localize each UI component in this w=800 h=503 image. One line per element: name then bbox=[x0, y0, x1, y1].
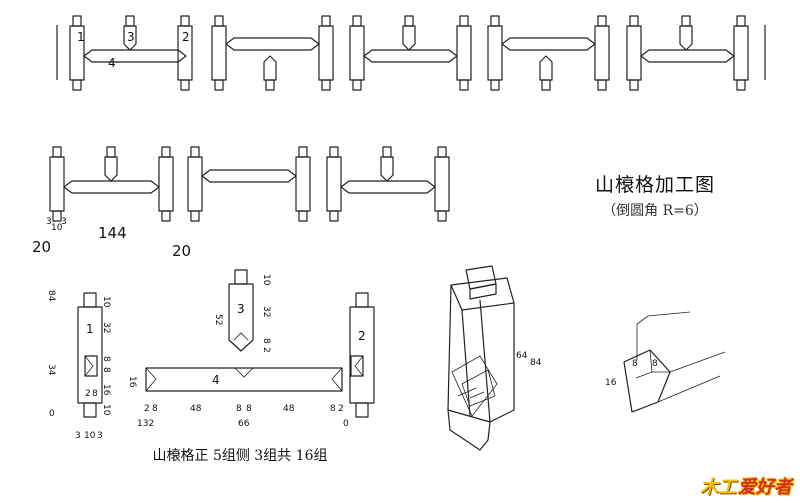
part4-dim-8b: 8 bbox=[236, 404, 242, 414]
part1-label: 1 bbox=[86, 322, 94, 336]
part1-dim-16: 16 bbox=[101, 384, 111, 396]
label-post-2: 2 bbox=[182, 30, 190, 44]
part4-dim-132: 132 bbox=[137, 419, 154, 429]
part1-dim-8b: 8 bbox=[101, 367, 111, 373]
frame-assembly-1: 1 3 2 4 bbox=[69, 15, 193, 91]
part-4-rail: 4 16 2 8 48 8 8 48 8 2 132 66 0 bbox=[127, 367, 349, 429]
part-1-post: 1 84 10 32 8 8 34 16 2 8 10 0 3 10 3 bbox=[46, 290, 111, 441]
part1-dim-2: 2 bbox=[85, 389, 91, 399]
logo-text: 爱好者 bbox=[738, 477, 792, 498]
part1-dim-34: 34 bbox=[46, 364, 56, 376]
iso1-dim-64: 64 bbox=[516, 351, 528, 361]
frame-assembly-3 bbox=[349, 15, 472, 91]
frame-assembly-2 bbox=[211, 15, 334, 91]
dim-offset-left: 3 bbox=[46, 217, 52, 227]
part-3-tenon: 3 10 52 32 8 2 bbox=[213, 269, 271, 353]
site-logo: 木工 爱好者 bbox=[700, 473, 792, 499]
diagram-title: 山榱格加工图 bbox=[594, 174, 715, 196]
part2-label: 2 bbox=[358, 329, 366, 343]
dim-right-20: 20 bbox=[172, 242, 191, 260]
part1-dim-w10: 10 bbox=[84, 431, 96, 441]
part3-dim-2: 2 bbox=[261, 347, 271, 353]
part4-dim-48b: 48 bbox=[283, 404, 295, 414]
part4-dim-2b: 2 bbox=[338, 404, 344, 414]
part4-dim-2a: 2 bbox=[144, 404, 150, 414]
frame-assembly-6: 3 10 3 144 20 20 bbox=[32, 146, 191, 260]
part3-dim-32: 32 bbox=[261, 306, 271, 317]
iso2-dim-16: 16 bbox=[605, 378, 617, 388]
frame-assembly-4 bbox=[487, 15, 610, 91]
frame-assembly-5 bbox=[626, 15, 749, 91]
frame-assembly-7 bbox=[187, 146, 311, 222]
part1-dim-8: 8 bbox=[92, 389, 98, 399]
part3-dim-52: 52 bbox=[213, 314, 223, 325]
frame-row-top: 1 3 2 4 bbox=[56, 15, 766, 91]
label-rail-4: 4 bbox=[108, 56, 116, 70]
part1-dim-0: 0 bbox=[49, 409, 55, 419]
part4-dim-66: 66 bbox=[238, 419, 250, 429]
part1-dim-w3a: 3 bbox=[75, 431, 81, 441]
logo-mark: 木工 bbox=[700, 477, 736, 498]
label-post-1: 1 bbox=[77, 30, 85, 44]
label-tenon-3: 3 bbox=[127, 30, 135, 44]
diagram-subtitle: （倒圆角 R=6） bbox=[602, 203, 708, 219]
part1-dim-top-10: 10 bbox=[101, 296, 111, 308]
part4-dim-0: 0 bbox=[343, 419, 349, 429]
iso2-dim-8b: 8 bbox=[652, 359, 658, 369]
dim-tenon-10: 10 bbox=[51, 223, 63, 233]
part4-dim-8c: 8 bbox=[246, 404, 252, 414]
part3-label: 3 bbox=[237, 302, 245, 316]
part1-dim-84: 84 bbox=[46, 290, 56, 302]
part1-dim-w3b: 3 bbox=[97, 431, 103, 441]
dim-span-144: 144 bbox=[98, 224, 127, 242]
dim-offset-right: 3 bbox=[61, 217, 67, 227]
iso1-dim-84: 84 bbox=[530, 358, 542, 368]
part-2-post: 2 bbox=[349, 292, 375, 418]
part1-dim-32: 32 bbox=[101, 322, 111, 333]
part1-dim-8a: 8 bbox=[101, 356, 111, 362]
frame-row-middle: 3 10 3 144 20 20 bbox=[32, 146, 450, 260]
part4-label: 4 bbox=[212, 373, 220, 387]
part4-dim-8a: 8 bbox=[152, 404, 158, 414]
dim-left-20: 20 bbox=[32, 238, 51, 256]
part4-dim-8d: 8 bbox=[330, 404, 336, 414]
frame-assembly-8 bbox=[326, 146, 450, 222]
part3-dim-8: 8 bbox=[261, 338, 271, 344]
iso-sketch-post: 64 84 bbox=[447, 265, 542, 451]
part4-dim-48a: 48 bbox=[190, 404, 202, 414]
part1-dim-bottom-10: 10 bbox=[101, 404, 111, 416]
iso2-dim-8a: 8 bbox=[632, 359, 638, 369]
diagram-caption: 山榱格正 5组侧 3组共 16组 bbox=[152, 448, 328, 464]
part4-dim-16: 16 bbox=[127, 376, 137, 388]
part3-dim-10: 10 bbox=[261, 274, 271, 286]
iso-sketch-joint: 16 8 8 bbox=[605, 311, 726, 413]
